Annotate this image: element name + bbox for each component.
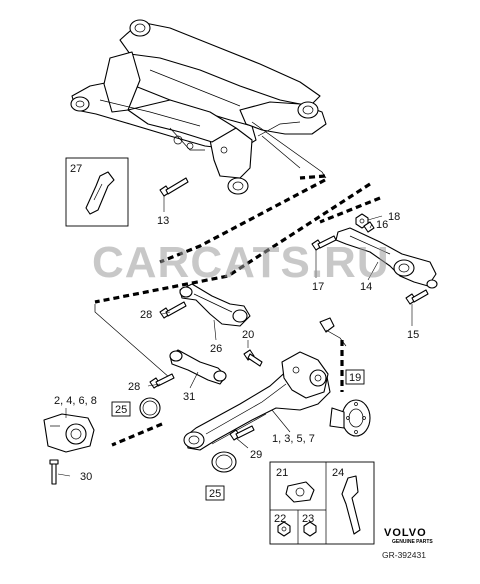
callout-15: 15 (407, 329, 419, 341)
callout-22: 22 (274, 513, 286, 525)
callout-2-4-6-8: 2, 4, 6, 8 (54, 395, 97, 407)
abs-sensor (319, 317, 347, 347)
callout-13: 13 (157, 215, 169, 227)
seal-ring-25-lower (211, 451, 237, 473)
small-parts-box (269, 461, 375, 545)
callout-19: 19 (349, 372, 361, 384)
brand-logo: VOLVO (384, 527, 427, 539)
rear-subframe (70, 19, 327, 195)
bolt-28-upper (159, 301, 187, 319)
callout-25-upper: 25 (115, 404, 127, 416)
bushing-bracket-2-4-6-8 (43, 413, 95, 453)
link-arm-31 (169, 349, 227, 385)
callout-18: 18 (388, 211, 400, 223)
callout-17: 17 (312, 281, 324, 293)
callout-26: 26 (210, 343, 222, 355)
callout-30: 30 (80, 471, 92, 483)
callout-1-3-5-7: 1, 3, 5, 7 (272, 433, 315, 445)
trailing-arm-1-3-5-7 (183, 351, 331, 451)
bolt-28-lower (149, 373, 175, 389)
assembly-dashed-links (94, 121, 381, 447)
label-box-19 (345, 369, 365, 385)
brand-subtitle: GENUINE PARTS (392, 539, 433, 545)
callout-28-upper: 28 (140, 309, 152, 321)
callout-29: 29 (250, 449, 262, 461)
watermark: CARCATS.RU (92, 238, 390, 287)
callout-27: 27 (70, 163, 82, 175)
fasteners-16-18-17-15 (311, 213, 429, 305)
diagram-reference: GR-392431 (382, 550, 426, 560)
bolt-29 (229, 425, 255, 441)
label-box-25-upper (111, 401, 131, 417)
callout-21: 21 (276, 467, 288, 479)
seal-ring-25-upper (139, 397, 161, 419)
callout-31: 31 (183, 391, 195, 403)
bolt-13 (159, 177, 189, 197)
bolt-20 (243, 349, 263, 367)
control-arm-26 (179, 283, 251, 327)
callout-25-lower: 25 (209, 488, 221, 500)
control-arm-14 (335, 227, 438, 289)
callout-20: 20 (242, 329, 254, 341)
callout-16: 16 (376, 219, 388, 231)
callout-28-lower: 28 (128, 381, 140, 393)
part-27-box (65, 157, 129, 227)
callouts: 27 13 18 16 17 14 15 28 26 20 28 31 2, 4… (54, 163, 419, 525)
wheel-hub-19 (329, 399, 371, 437)
callout-23: 23 (302, 513, 314, 525)
callout-24: 24 (332, 467, 344, 479)
brand-block: VOLVO GENUINE PARTS GR-392431 (382, 527, 433, 560)
callout-14: 14 (360, 281, 372, 293)
bolt-30 (49, 459, 59, 485)
label-box-25-lower (205, 485, 225, 501)
leader-lines (57, 196, 413, 477)
